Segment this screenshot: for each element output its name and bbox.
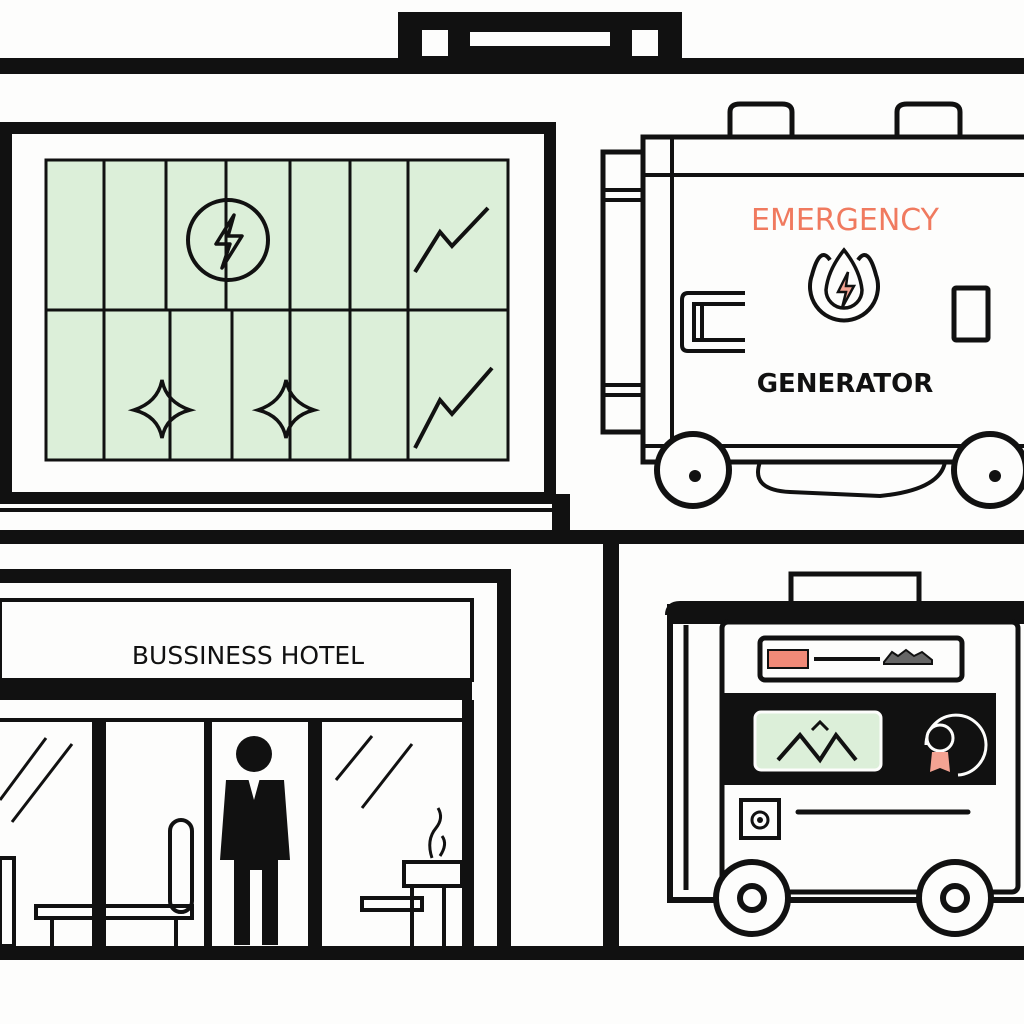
trend-icon [413, 206, 490, 274]
mountain-icon [776, 731, 858, 764]
hotel-sign: BUSSINESS HOTEL [132, 641, 364, 670]
wheel [713, 859, 791, 937]
ground-line [0, 946, 1024, 960]
switch-icon [951, 285, 991, 343]
table [0, 856, 464, 948]
businessman-figure [220, 736, 290, 945]
roof-handle [398, 12, 682, 62]
portable-generator [665, 571, 1024, 937]
business-hotel: BUSSINESS HOTEL [0, 569, 511, 950]
sparkle-icon [127, 379, 197, 439]
dial-knob [924, 713, 988, 777]
door-handle [168, 818, 194, 914]
shelf [0, 494, 570, 534]
trend-icon [413, 366, 494, 449]
wall-divider [603, 540, 619, 952]
generator-title-generator: GENERATOR [757, 369, 934, 399]
wheel [916, 859, 994, 937]
handle-icon [680, 291, 745, 353]
flame-bolt-icon [808, 247, 880, 323]
solar-panel [0, 122, 556, 504]
generator-title-emergency: EMERGENCY [751, 203, 940, 238]
sparkle-icon [251, 379, 321, 439]
lightning-icon [186, 198, 270, 282]
wheel [951, 431, 1024, 509]
roof-line [0, 58, 1024, 74]
steam-icon [428, 807, 447, 859]
wheel [654, 431, 732, 509]
emergency-generator: EMERGENCY GENERATOR [600, 101, 1024, 509]
floor-line [0, 530, 1024, 544]
indicator-bar [767, 649, 809, 669]
